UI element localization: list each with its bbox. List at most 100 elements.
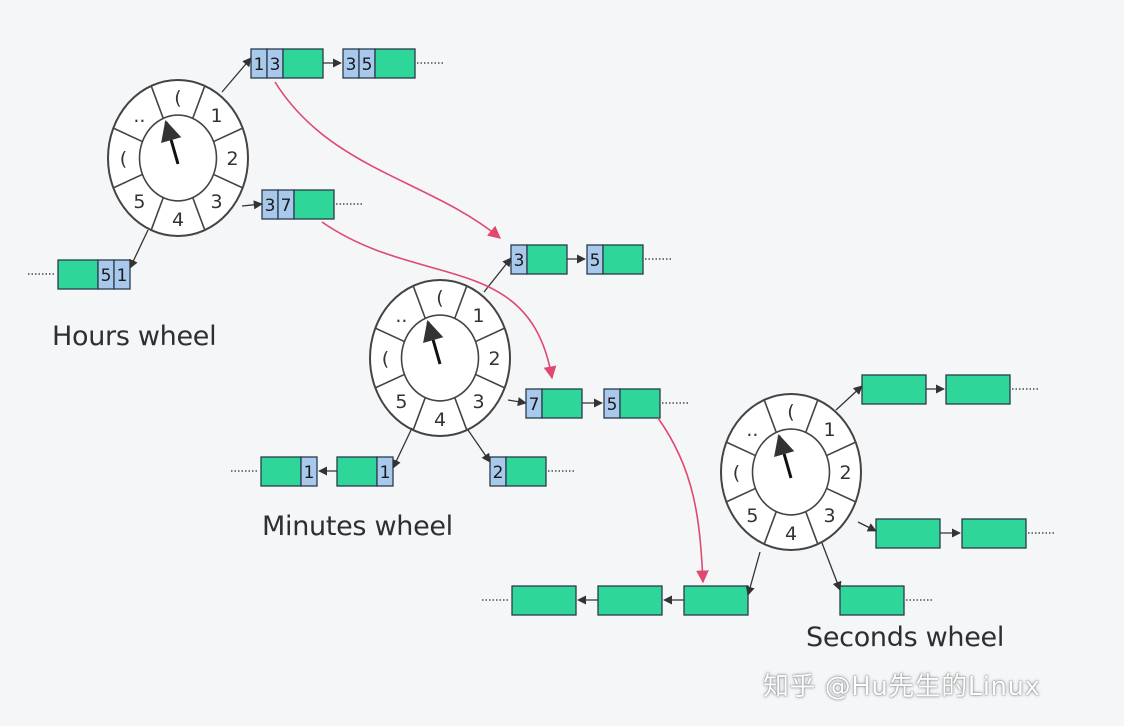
node-body: [861, 374, 927, 405]
seconds-slot-label: 5: [746, 505, 758, 527]
minutes-slot-label: 3: [473, 391, 485, 413]
minutes-wheel-spoke: [412, 285, 427, 319]
node-body: [293, 189, 335, 220]
minutes-pointer-hand: [423, 319, 444, 365]
seconds-slot4-node: [839, 585, 905, 616]
node-id-text: 3: [346, 55, 357, 75]
node-id-text: 1: [304, 463, 315, 483]
minutes-slot3-node: 5: [603, 388, 661, 419]
hours-slot-label: (: [120, 148, 127, 170]
hours-wheel-spoke: [150, 197, 165, 231]
node-body: [541, 388, 583, 419]
node-id-text: 7: [529, 395, 540, 415]
node-body: [282, 48, 324, 79]
watermark: 知乎 @Hu先生的Linux: [763, 672, 1041, 702]
hours-wheel-hub: [138, 114, 218, 202]
seconds-slot-label: (: [733, 462, 740, 484]
seconds-slot5-node: [511, 585, 577, 616]
hours-slot-label: (: [174, 87, 181, 109]
minutes-slot-label: 1: [473, 305, 485, 327]
minutes-slot-label: 5: [395, 391, 407, 413]
minutes-wheel-hub: [400, 314, 480, 402]
minutes-slot5-node: 1: [260, 456, 318, 487]
hours-wheel-spoke: [191, 197, 206, 231]
node-id-text: 5: [362, 55, 373, 75]
minutes-wheel-spoke: [475, 327, 506, 343]
node-id-text: 1: [254, 55, 265, 75]
minutes-slot3-node: 7: [525, 388, 583, 419]
minutes-wheel-title: Minutes wheel: [262, 511, 453, 542]
hours-slot-label: ..: [133, 105, 145, 127]
minutes-wheel-spoke: [453, 397, 468, 431]
hours-slot5-pointer: [129, 229, 149, 269]
seconds-slot4-pointer: [821, 542, 842, 591]
seconds-pointer-hand: [774, 433, 795, 479]
seconds-wheel-spoke: [804, 511, 819, 545]
node-id-text: 7: [281, 196, 292, 216]
node-id-text: 3: [514, 251, 525, 271]
seconds-slot5-node: [683, 585, 749, 616]
node-id-text: 5: [590, 251, 601, 271]
minutes-slot1-node: 5: [586, 244, 644, 275]
minutes-wheel-spoke: [374, 327, 405, 343]
minutes-slot-label: 2: [489, 348, 501, 370]
node-id-text: 1: [117, 266, 128, 286]
node-body: [505, 456, 547, 487]
node-body: [875, 518, 941, 549]
seconds-slot5-pointer: [745, 551, 761, 596]
seconds-wheel-spoke: [826, 487, 857, 503]
seconds-slot-label: 3: [824, 505, 836, 527]
node-body: [619, 388, 661, 419]
seconds-wheel-spoke: [763, 399, 778, 433]
minutes-slot4-node: 2: [489, 456, 547, 487]
node-body: [511, 585, 577, 616]
seconds-slot3-node: [875, 518, 941, 549]
hours-wheel-spoke: [213, 173, 244, 189]
seconds-slot5-node: [597, 585, 663, 616]
hours-wheel-spoke: [191, 85, 206, 119]
hours-slot-label: 2: [227, 148, 239, 170]
hours-pointer-hand: [161, 119, 182, 165]
node-id-text: 3: [270, 55, 281, 75]
hours-wheel-spoke: [112, 173, 143, 189]
node-body: [526, 244, 568, 275]
seconds-wheel-spoke: [725, 487, 756, 503]
minutes-slot-label: (: [382, 348, 389, 370]
seconds-wheel-title: Seconds wheel: [806, 622, 1005, 653]
hours-slot-label: 1: [211, 105, 223, 127]
node-id-cell: [113, 259, 131, 290]
seconds-wheel-spoke: [763, 511, 778, 545]
hours-wheel-spoke: [150, 85, 165, 119]
seconds-slot-label: ..: [746, 419, 758, 441]
seconds-wheel-spoke: [826, 441, 857, 457]
node-id-text: 5: [101, 266, 112, 286]
minutes-slot-label: (: [436, 287, 443, 309]
migrate-arrow-minutes-slot3: [657, 417, 709, 584]
minutes-slot5-node: 1: [336, 456, 394, 487]
hours-slot-label: 4: [172, 209, 184, 231]
node-body: [374, 48, 416, 79]
migrate-arrow-hours-slot1: [274, 81, 501, 239]
minutes-wheel-spoke: [412, 397, 427, 431]
seconds-slot3-node: [961, 518, 1027, 549]
node-id-cell: [300, 456, 318, 487]
hours-slot3-pointer: [241, 200, 263, 210]
seconds-wheel-spoke: [725, 441, 756, 457]
minutes-slot1-node: 3: [510, 244, 568, 275]
hours-slot-label: 3: [211, 191, 223, 213]
minutes-slot5-pointer: [392, 427, 413, 469]
seconds-slot1-node: [861, 374, 927, 405]
minutes-slot-label: ..: [395, 305, 407, 327]
seconds-wheel-spoke: [804, 399, 819, 433]
seconds-wheel-hub: [751, 428, 831, 516]
node-body: [839, 585, 905, 616]
seconds-slot-label: 1: [824, 419, 836, 441]
hours-slot1-pointer: [221, 57, 252, 93]
node-body: [57, 259, 99, 290]
